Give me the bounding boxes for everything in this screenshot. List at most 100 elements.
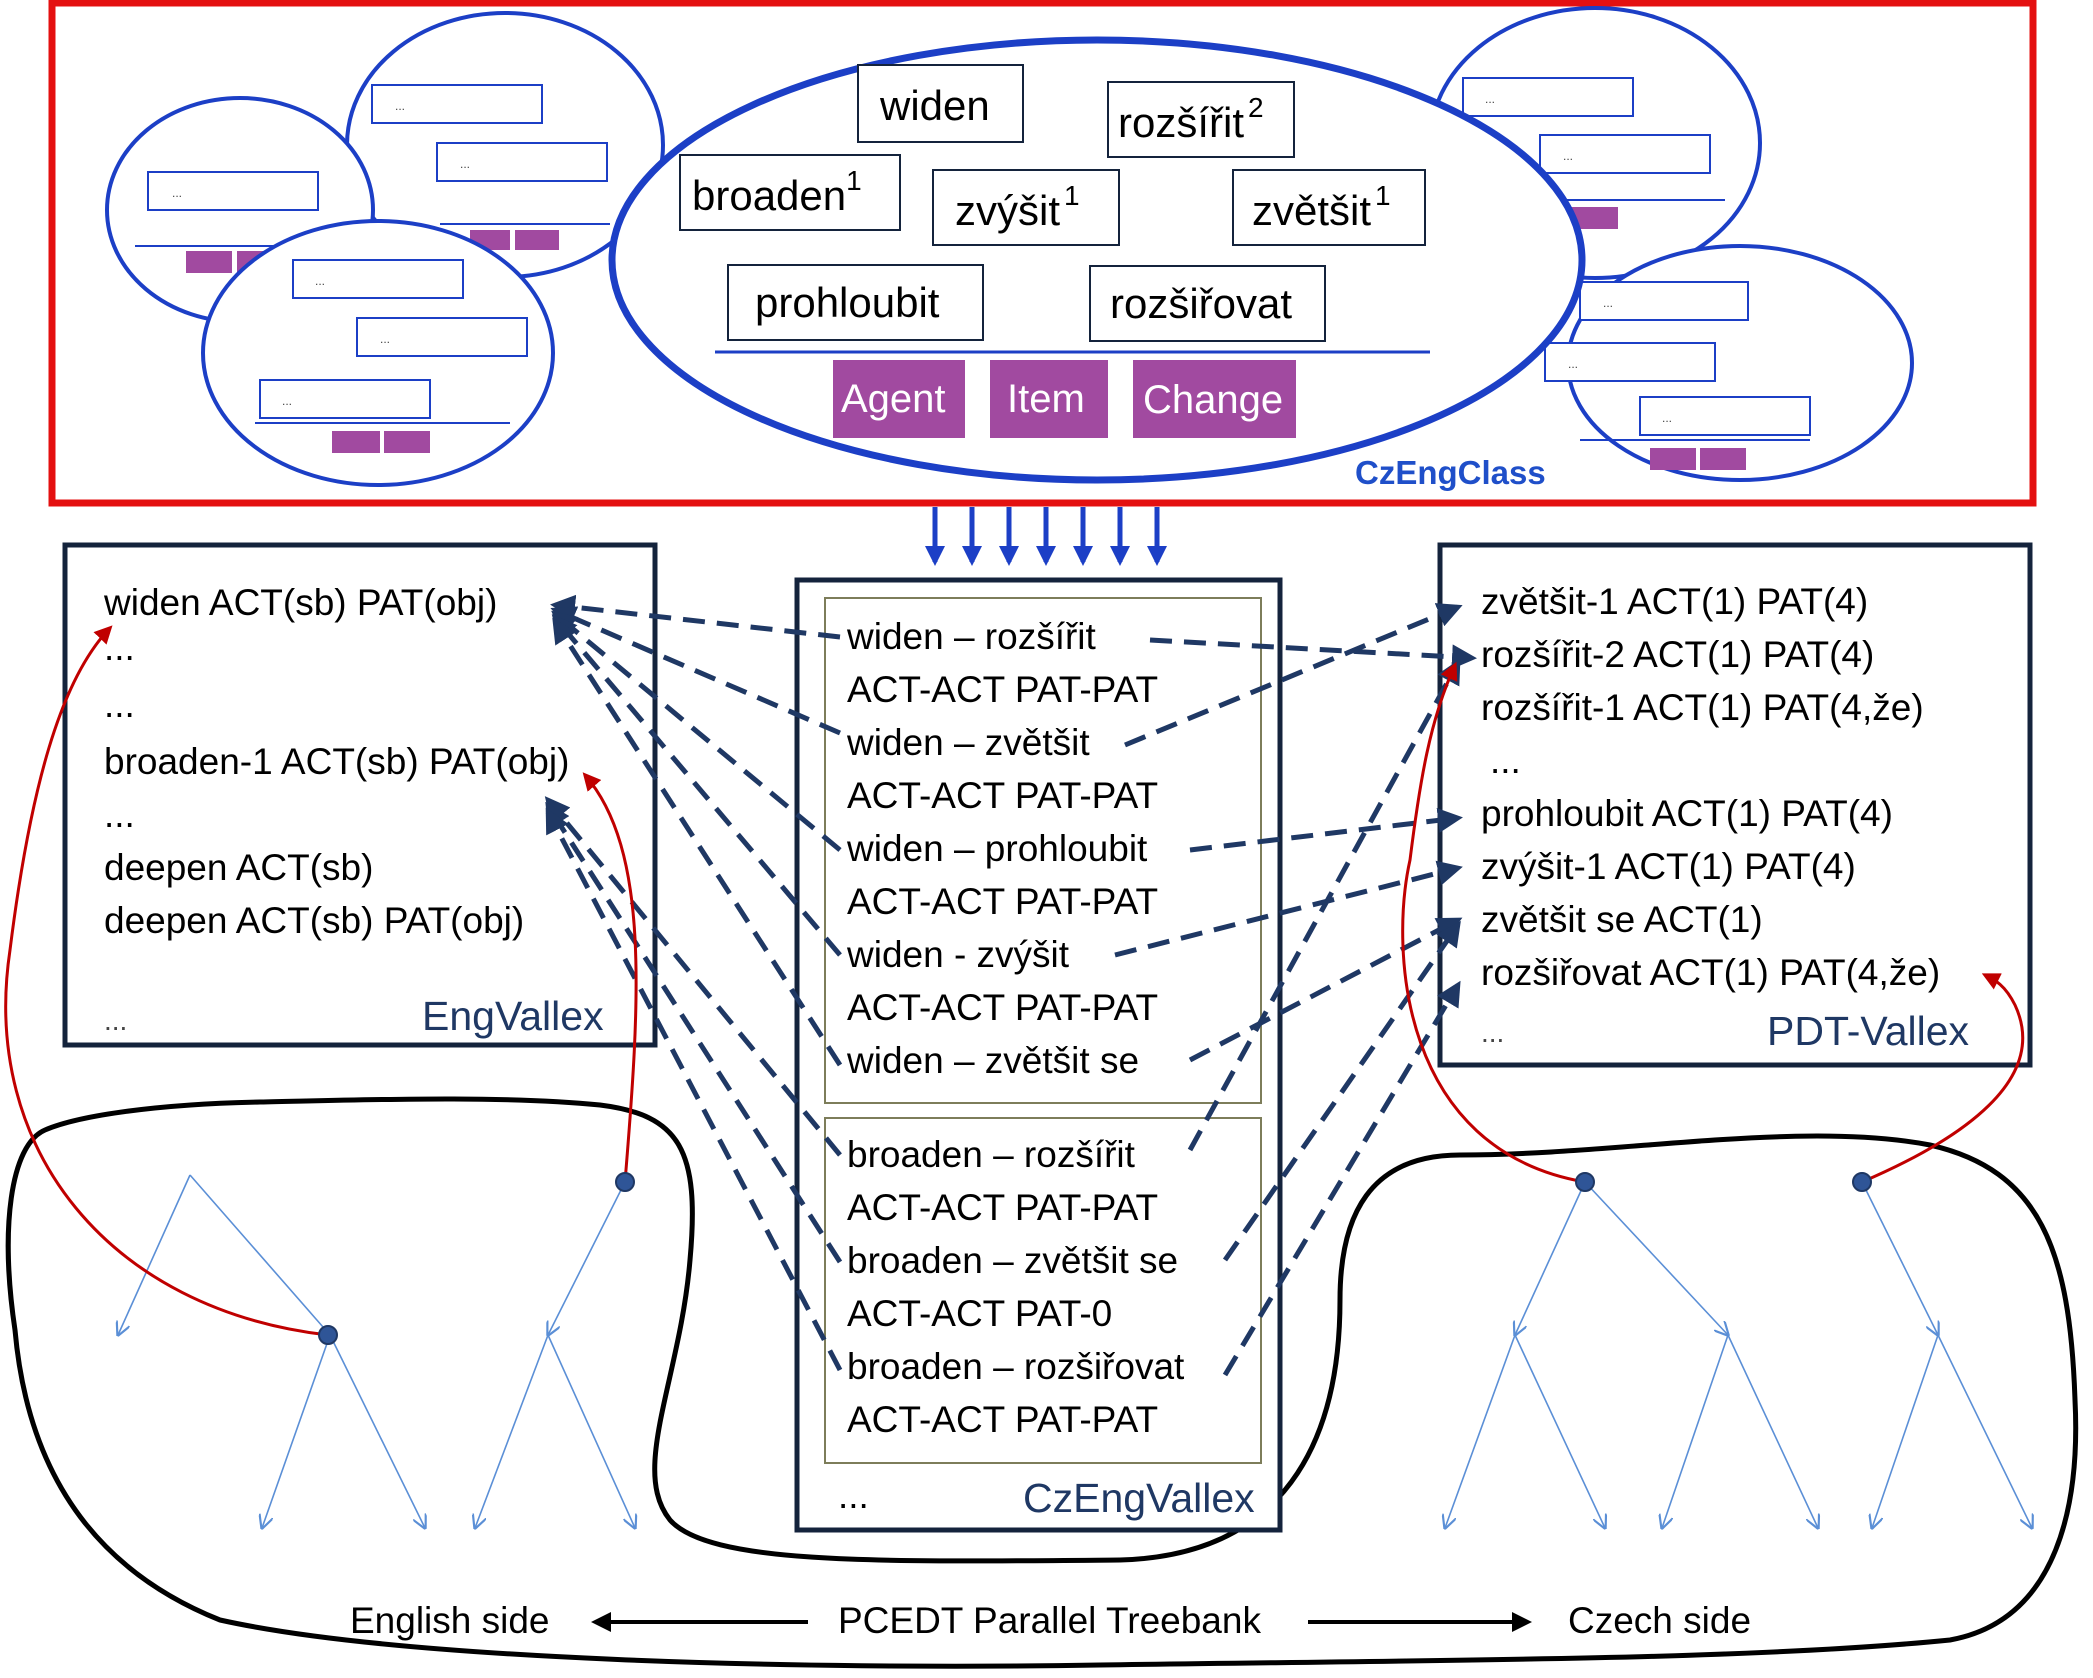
engvallex-line: deepen ACT(sb) — [104, 847, 373, 888]
widen-pair-line: widen – prohloubit — [846, 828, 1148, 869]
alignment-arrow — [1188, 917, 1463, 1063]
pdtvallex-label: PDT-Vallex — [1767, 1008, 1970, 1054]
mini-verb-box — [1639, 396, 1811, 436]
class-member-box — [679, 154, 901, 231]
mini-role — [384, 431, 430, 453]
mini-placeholder: ... — [1603, 296, 1613, 310]
pdtvallex-line: rozšiřovat ACT(1) PAT(4,že) — [1481, 952, 1940, 993]
tree-edge — [1662, 1334, 1729, 1528]
mini-placeholder: ... — [315, 274, 325, 288]
alignment-arrow — [1187, 658, 1461, 1152]
class-member-label: rozšiřovat — [1110, 280, 1292, 327]
class-member-box — [857, 64, 1024, 143]
alignment-arrow — [545, 807, 843, 1372]
tree-edge — [189, 1174, 331, 1336]
tree-edge — [1861, 1181, 1938, 1335]
pdtvallex-line: rozšířit-1 ACT(1) PAT(4,že) — [1481, 687, 1924, 728]
czech-dependency-trees — [1445, 1181, 2032, 1528]
mini-class-left-bottom — [201, 219, 555, 487]
english-treebank-blob — [5, 1096, 2079, 1669]
tree-edge — [1584, 1181, 1728, 1335]
class-member-prohloubit: prohloubit — [727, 264, 984, 341]
engvallex-line: broaden-1 ACT(sb) PAT(obj) — [104, 741, 569, 782]
node-link — [4, 625, 329, 1337]
role-agent — [833, 360, 965, 438]
engvallex-line: ... — [104, 1005, 127, 1036]
tree-nodes — [318, 1172, 1872, 1345]
tree-node — [1852, 1172, 1872, 1192]
mini-role — [186, 251, 232, 273]
mini-verb-box — [436, 142, 608, 182]
widen-pair-line: ACT-ACT PAT-PAT — [847, 987, 1158, 1028]
mini-verb-box — [292, 259, 464, 299]
tree-edge — [262, 1334, 331, 1528]
node-lexicon-links — [4, 625, 2025, 1337]
alignment-arrow — [1222, 980, 1461, 1377]
pdtvallex-frame — [1437, 542, 2033, 1068]
pdtvallex-line: ... — [1481, 1017, 1504, 1048]
class-member-label: prohloubit — [755, 279, 940, 326]
widen-group-frame — [824, 597, 1262, 1104]
english-treebank-region — [5, 1096, 2079, 1669]
treebank-label: PCEDT Parallel Treebank — [838, 1600, 1261, 1641]
tree-node — [615, 1172, 635, 1192]
tree-edge — [1514, 1334, 1605, 1528]
mini-role — [1650, 448, 1696, 470]
mini-placeholder: ... — [460, 157, 470, 171]
mini-role — [332, 431, 380, 453]
engvallex-line: widen ACT(sb) PAT(obj) — [103, 582, 497, 623]
tree-edge — [1872, 1334, 1939, 1528]
widen-pair-line: widen – zvětšit — [846, 722, 1090, 763]
mini-placeholder: ... — [1563, 149, 1573, 163]
role-item — [990, 360, 1108, 438]
alignment-links — [544, 594, 1477, 1377]
engvallex-line: ... — [104, 684, 135, 725]
mini-role — [1570, 207, 1618, 229]
engvallex-line: deepen ACT(sb) PAT(obj) — [104, 900, 524, 941]
mini-placeholder: ... — [1662, 411, 1672, 425]
widen-pair-line: ACT-ACT PAT-PAT — [847, 881, 1158, 922]
tree-edge — [329, 1334, 425, 1528]
role-item-label: Item — [1007, 377, 1085, 421]
broaden-pair-line: ACT-ACT PAT-PAT — [847, 1187, 1158, 1228]
class-member-rozsirovat: rozšiřovat — [1089, 265, 1326, 342]
class-member-box — [1232, 169, 1426, 246]
mini-placeholder: ... — [380, 332, 390, 346]
class-to-vallex-arrows — [925, 507, 1167, 566]
english-side-label: English side — [350, 1600, 550, 1641]
alignment-arrow — [552, 617, 843, 1067]
mini-placeholder: ... — [282, 394, 292, 408]
role-change-label: Change — [1143, 378, 1283, 422]
engvallex-line: ... — [104, 627, 135, 668]
pdtvallex-line: zvýšit-1 ACT(1) PAT(4) — [1481, 846, 1856, 887]
broaden-pair-line: broaden – rozšiřovat — [847, 1346, 1185, 1387]
pdtvallex-line: ... — [1490, 740, 1521, 781]
czengvallex-panel: widen – rozšířit ACT-ACT PAT-PAT widen –… — [794, 577, 1283, 1533]
mini-verb-box — [1579, 281, 1749, 321]
czengvallex-ellipsis: ... — [838, 1475, 869, 1516]
class-member-widen: widen — [857, 64, 1024, 143]
broaden-pair-line: broaden – rozšířit — [847, 1134, 1136, 1175]
class-member-label: widen — [879, 82, 990, 129]
alignment-arrow — [544, 796, 842, 1157]
mini-placeholder: ... — [395, 99, 405, 113]
alignment-arrow — [1189, 807, 1463, 853]
pdtvallex-panel: zvětšit-1 ACT(1) PAT(4) rozšířit-2 ACT(1… — [1437, 542, 2033, 1068]
class-member-box — [727, 264, 984, 341]
role-change — [1133, 360, 1296, 438]
broaden-pair-line: ACT-ACT PAT-0 — [847, 1293, 1112, 1334]
widen-pair-line: widen – zvětšit se — [846, 1040, 1139, 1081]
mini-verb-box — [147, 171, 319, 211]
tree-edge — [1937, 1334, 2032, 1528]
broaden-group-frame — [824, 1117, 1262, 1464]
czengvallex-label: CzEngVallex — [1023, 1475, 1255, 1521]
alignment-arrow — [551, 614, 842, 957]
node-link — [582, 772, 638, 1183]
tree-edge — [1727, 1334, 1818, 1528]
